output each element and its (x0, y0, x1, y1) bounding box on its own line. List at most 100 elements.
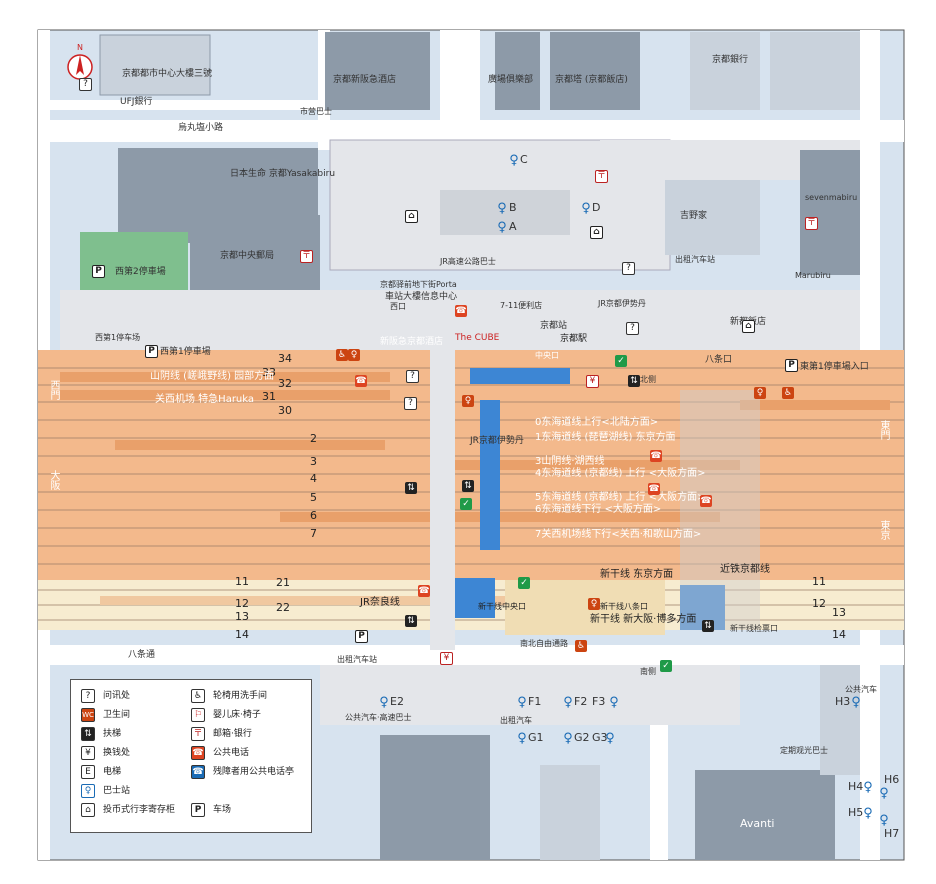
bus-stop-icon: ♀ (497, 201, 507, 216)
bldg-plaza (495, 32, 540, 110)
info-icon: ? (81, 688, 95, 703)
platform-number: 11 (235, 575, 249, 588)
label-parking-west: 西第1停車場 (160, 347, 211, 357)
label-cube: The CUBE (455, 333, 500, 343)
side-label-osaka: 大阪 (48, 470, 59, 490)
label-jr-kyoto: JR京都伊勢丹 (470, 436, 524, 446)
side-label-north: 京都駅 (560, 334, 588, 344)
south-plaza (320, 665, 740, 725)
place-label: 新干线中央口 (478, 602, 526, 611)
baby-chair-icon: ⚐ (191, 707, 205, 722)
label-isetan-hotel: 新阪急京都酒店 (380, 337, 444, 347)
line-label: 新干线 新大阪·博多方面 (590, 614, 697, 625)
platform-number: 2 (310, 432, 317, 445)
bldg-tower (550, 32, 640, 110)
post-bank-icon: 〒 (595, 170, 608, 183)
side-label-tokyo: 東京 (878, 520, 889, 540)
info-icon: ? (406, 370, 419, 383)
accessible-phone-icon: ☎ (191, 764, 205, 779)
place-label: 出租汽车站 (337, 655, 377, 664)
bldg-yoshino (665, 180, 760, 255)
legend-item: ♿轮椅用洗手间 (191, 688, 267, 703)
bus-stop-label: A (509, 220, 517, 233)
bus-plaza-inner (440, 190, 570, 235)
place-label: 京都驿前地下街Porta (380, 280, 457, 289)
bus-stop-icon: ♀ (517, 695, 527, 710)
toilet-icon: ♀ (588, 598, 600, 610)
escalator-icon: ⇅ (462, 480, 474, 492)
bldg-ne (770, 32, 860, 110)
atm-icon: ¥ (586, 375, 599, 388)
label-post: 京都中央郵局 (220, 251, 275, 261)
bus-stop-icon: ♀ (81, 783, 95, 798)
escalator-icon: ⇅ (405, 482, 417, 494)
place-label: 公共汽车 (845, 685, 877, 694)
legend-item: ☎残障者用公共电话亭 (191, 764, 295, 779)
line-label: JR奈良线 (360, 597, 400, 608)
place-label: 中央口 (535, 351, 559, 360)
place-label: JR京都伊势丹 (598, 299, 646, 308)
info-icon: ? (79, 78, 92, 91)
legend-item: 〒邮箱·银行 (191, 726, 252, 741)
compass: N (66, 44, 94, 81)
label-porta-station: 車站大樓信息中心 (385, 292, 458, 302)
legend-item: ?问讯处 (81, 688, 130, 703)
place-label: 西口 (390, 302, 406, 311)
station-north (60, 290, 860, 350)
line-label: 4东海道线 (京都线) 上行 <大阪方面> (535, 468, 706, 479)
bus-stop-icon: ♀ (563, 731, 573, 746)
bus-stop-label: G1 (528, 731, 544, 744)
toilet-icon: ♿ (782, 387, 794, 399)
side-label-east: 東門 (878, 420, 889, 440)
label-kyoto-bank: 京都銀行 (712, 55, 749, 65)
place-label: JR高速公路巴士 (440, 257, 496, 266)
bus-stop-label: H5 (848, 806, 864, 819)
toilet-icon: ♀ (348, 349, 360, 361)
ticket-icon: ✓ (660, 660, 672, 672)
side-label-west: 西門 (48, 380, 59, 400)
place-label: 新干线检票口 (730, 624, 778, 633)
bldg-sevenmabiru (800, 150, 860, 275)
escalator-icon: ⇅ (628, 375, 640, 387)
platform-number: 3 (310, 455, 317, 468)
info-icon: ? (626, 322, 639, 335)
locker-icon: ⌂ (81, 802, 95, 817)
bus-stop-icon: ♀ (379, 695, 389, 710)
east-overlay (680, 390, 760, 630)
bldg-south-2 (540, 765, 600, 860)
platform-number: 33 (262, 366, 276, 379)
compass-label: N (77, 43, 83, 52)
avenue-v2 (440, 30, 480, 125)
place-label: 南侧 (640, 667, 656, 676)
north-street-label: 烏丸塩小路 (178, 123, 224, 133)
place-label: 出租汽车站 (675, 255, 715, 264)
toilet-icon: ♿ (575, 640, 587, 652)
label-kyoto-tower: 京都塔 (京都飯店) (555, 75, 628, 85)
platform-number: 5 (310, 491, 317, 504)
concourse-beige (505, 580, 665, 635)
parking-icon: P (355, 630, 368, 643)
platform-a (115, 440, 385, 450)
bus-stop-label: H6 (884, 773, 900, 786)
platform-south (100, 596, 520, 605)
bus-stop-label: H3 (835, 695, 851, 708)
bus-stop-label: B (509, 201, 517, 214)
elevator-icon: E (81, 764, 95, 779)
toilet-icon: ♀ (462, 395, 474, 407)
bus-stop-icon: ♀ (851, 695, 861, 710)
locker-icon: ⌂ (405, 210, 418, 223)
wheelchair-toilet-icon: ♿ (191, 688, 205, 703)
phone-icon: ☎ (191, 745, 205, 760)
locker-icon: ⌂ (742, 320, 755, 333)
bus-stop-label: E2 (390, 695, 404, 708)
platform-number: 12 (235, 597, 249, 610)
north-south-path (430, 350, 455, 650)
bus-stop-label: H4 (848, 780, 864, 793)
ticket-icon: ✓ (615, 355, 627, 367)
parking-icon: P (145, 345, 158, 358)
south-street (38, 645, 904, 665)
place-label: 出租汽车 (500, 716, 532, 725)
platform-number: 6 (310, 509, 317, 522)
label-parking-west2: 西第2停車場 (115, 267, 166, 277)
